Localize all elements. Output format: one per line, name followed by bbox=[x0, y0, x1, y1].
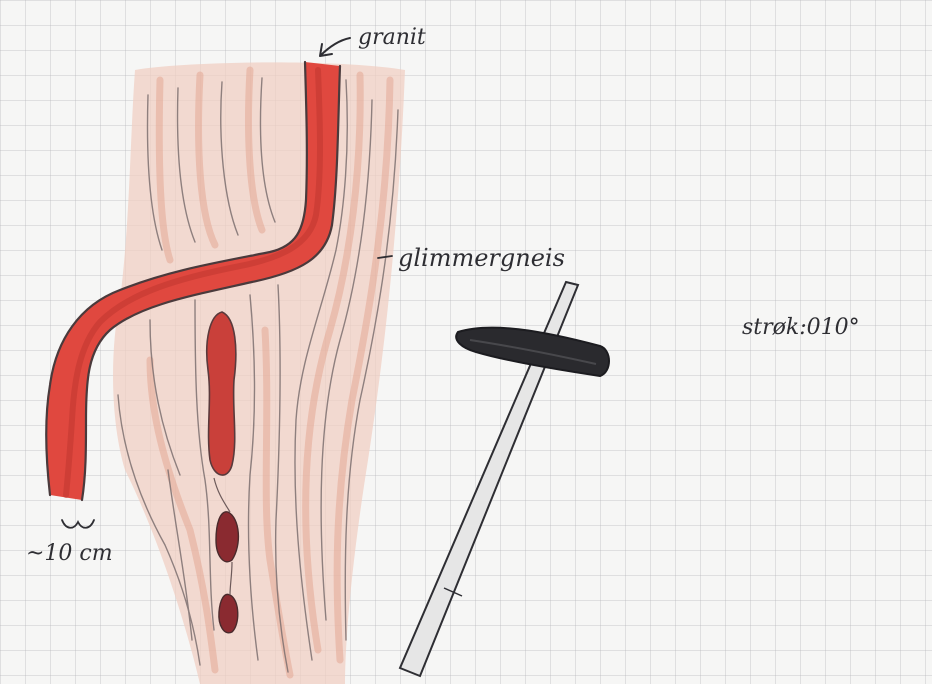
host-rock-label: glimmergneis bbox=[398, 244, 565, 272]
scale-brace bbox=[62, 520, 94, 528]
pointer-arrow-icon bbox=[320, 38, 350, 56]
granite-label: granit bbox=[358, 25, 426, 50]
small-pod-upper bbox=[216, 512, 238, 562]
gneiss-body bbox=[113, 62, 405, 684]
small-pod-lower bbox=[219, 594, 238, 632]
scale-label: ~10 cm bbox=[26, 541, 113, 566]
elongated-pod bbox=[207, 312, 236, 475]
strike-label: strøk:010° bbox=[742, 315, 860, 340]
geological-hammer-icon bbox=[400, 282, 609, 676]
